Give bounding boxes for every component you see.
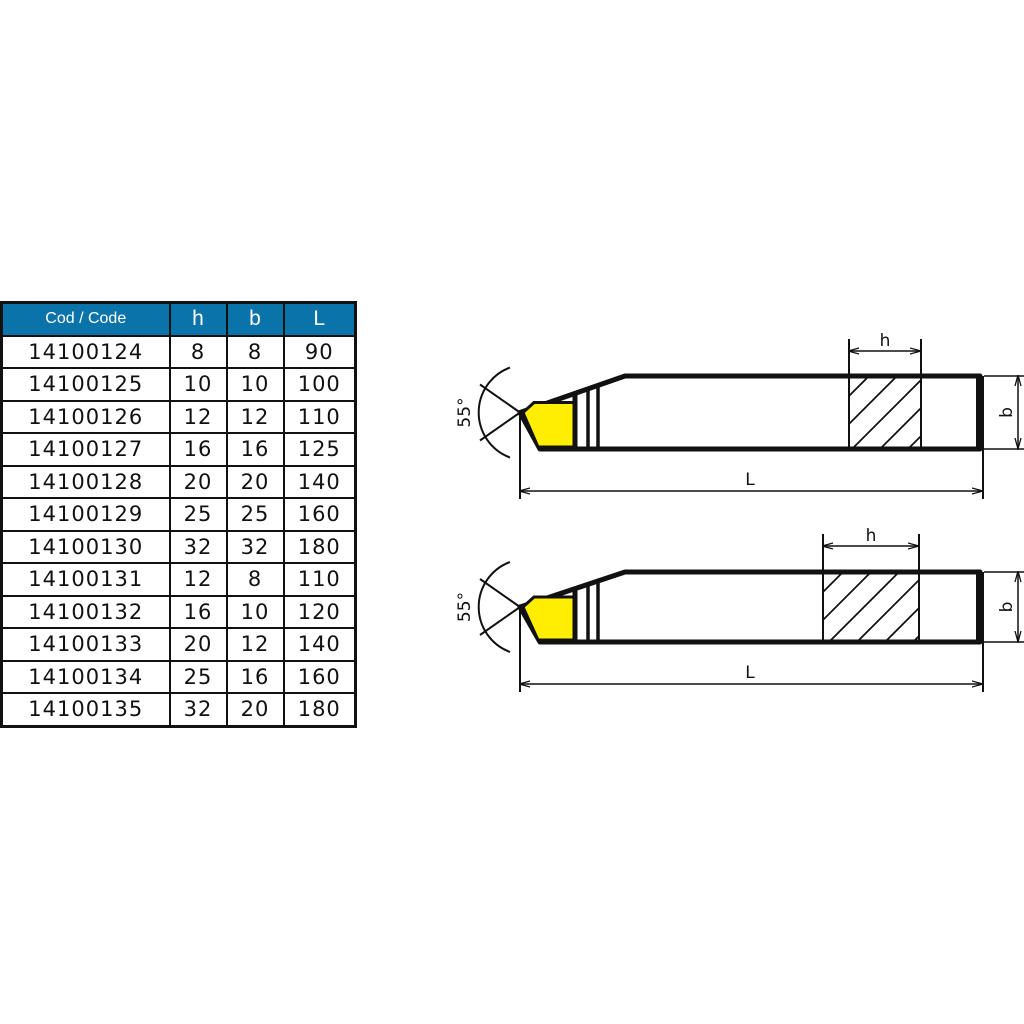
table-header-row: Cod / Code h b L [0, 301, 357, 337]
cell-code: 14100129 [0, 497, 171, 532]
cell-h: 12 [168, 399, 228, 434]
L-label: L [745, 470, 755, 490]
cell-b: 20 [225, 464, 285, 499]
cell-h: 12 [168, 562, 228, 597]
cell-code: 14100125 [0, 367, 171, 402]
cell-code: 14100130 [0, 529, 171, 564]
hatch-line [851, 379, 922, 450]
angle-arc [477, 366, 511, 459]
cell-code: 14100127 [0, 432, 171, 467]
cell-h: 25 [168, 497, 228, 532]
cell-l: 110 [282, 562, 357, 597]
h-label: h [880, 331, 891, 351]
carbide-insert [521, 595, 577, 642]
drawing-square-shank: h bL 55° [455, 331, 1024, 499]
cell-code: 14100132 [0, 594, 171, 629]
cell-l: 120 [282, 594, 357, 629]
cell-l: 160 [282, 497, 357, 532]
angle-line-lower [479, 411, 521, 442]
cell-h: 8 [168, 334, 228, 369]
header-l: L [282, 301, 357, 337]
cell-l: 180 [282, 692, 357, 727]
cell-b: 16 [225, 432, 285, 467]
angle-label: 55° [455, 397, 475, 427]
cell-h: 16 [168, 594, 228, 629]
cell-h: 32 [168, 529, 228, 564]
hatch-line [822, 571, 844, 593]
cell-b: 8 [225, 334, 285, 369]
hatch-line [822, 571, 872, 621]
cell-code: 14100124 [0, 334, 171, 369]
hatch-line [907, 435, 922, 450]
carbide-insert [521, 401, 577, 449]
header-code: Cod / Code [0, 301, 171, 337]
cell-l: 100 [282, 367, 357, 402]
drawing-rectangular-shank: h bL 55° [455, 526, 1024, 692]
angle-line-lower [479, 606, 521, 636]
cell-l: 90 [282, 334, 357, 369]
hatch-line [884, 607, 920, 643]
L-label: L [745, 663, 755, 683]
cell-b: 10 [225, 367, 285, 402]
angle-line-upper [479, 578, 521, 608]
cell-b: 32 [225, 529, 285, 564]
cell-code: 14100126 [0, 399, 171, 434]
cell-code: 14100128 [0, 464, 171, 499]
cross-section [822, 571, 920, 643]
header-h: h [168, 301, 228, 337]
hatch-line [879, 407, 922, 450]
cell-h: 25 [168, 659, 228, 694]
cell-b: 20 [225, 692, 285, 727]
cell-b: 12 [225, 627, 285, 662]
cell-l: 160 [282, 659, 357, 694]
hatch-line [912, 635, 920, 643]
cell-l: 140 [282, 464, 357, 499]
cell-b: 10 [225, 594, 285, 629]
cross-section [848, 375, 922, 450]
cell-l: 125 [282, 432, 357, 467]
cell-l: 110 [282, 399, 357, 434]
cell-code: 14100134 [0, 659, 171, 694]
cell-h: 10 [168, 367, 228, 402]
cell-h: 20 [168, 464, 228, 499]
angle-arc [477, 561, 511, 653]
angle-line-upper [479, 383, 521, 414]
cell-b: 16 [225, 659, 285, 694]
cell-code: 14100133 [0, 627, 171, 662]
cell-l: 140 [282, 627, 357, 662]
hatch-line [848, 375, 870, 397]
cell-l: 180 [282, 529, 357, 564]
cell-h: 32 [168, 692, 228, 727]
hatch-line [848, 375, 898, 425]
hatch-line [828, 571, 900, 643]
b-label: b [997, 602, 1017, 613]
header-b: b [225, 301, 285, 337]
hatch-line [856, 579, 920, 643]
b-label: b [997, 407, 1017, 418]
cell-h: 20 [168, 627, 228, 662]
cell-b: 12 [225, 399, 285, 434]
cell-code: 14100135 [0, 692, 171, 727]
h-label: h [866, 526, 877, 546]
cell-h: 16 [168, 432, 228, 467]
cell-b: 25 [225, 497, 285, 532]
cell-b: 8 [225, 562, 285, 597]
cell-code: 14100131 [0, 562, 171, 597]
angle-label: 55° [455, 592, 475, 622]
